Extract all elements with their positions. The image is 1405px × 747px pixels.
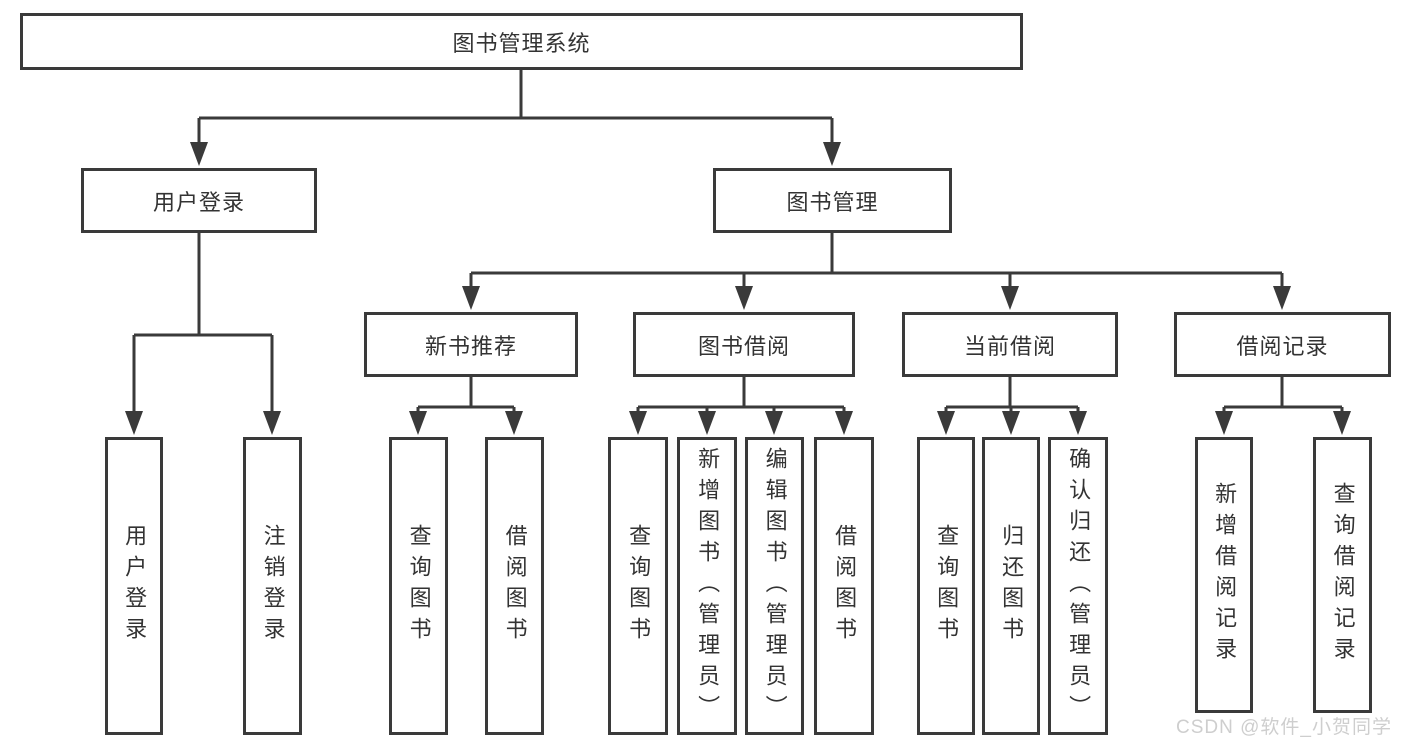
node-label: 图书借阅: [697, 333, 790, 359]
node-label: 查询图书: [626, 524, 652, 648]
node-label: 新增借阅记录: [1212, 482, 1238, 668]
node-label: 查询图书: [406, 524, 432, 648]
node-leaf-borrow-books-2: 借阅图书: [814, 437, 874, 735]
node-leaf-return-books: 归还图书: [982, 437, 1040, 735]
node-label: 借阅图书: [502, 524, 528, 648]
node-user-login: 用户登录: [81, 168, 317, 233]
node-label: 新书推荐: [424, 333, 517, 359]
node-leaf-query-books-3: 查询图书: [917, 437, 975, 735]
node-leaf-confirm-return-admin: 确认归还（管理员）: [1048, 437, 1108, 735]
connector-book-management-children: [462, 233, 1291, 310]
node-leaf-query-borrow-record: 查询借阅记录: [1313, 437, 1372, 713]
node-label: 借阅图书: [832, 524, 858, 648]
node-label: 图书管理: [786, 189, 879, 215]
csdn-watermark: CSDN @软件_小贺同学: [1176, 717, 1392, 738]
node-label: 新增图书（管理员）: [695, 446, 721, 726]
node-label: 当前借阅: [963, 333, 1056, 359]
node-leaf-edit-books-admin: 编辑图书（管理员）: [745, 437, 804, 735]
node-label: 查询图书: [934, 524, 960, 648]
node-leaf-user-login: 用户登录: [105, 437, 163, 735]
connector-new-book-recommend-children: [409, 377, 523, 435]
connector-book-borrowing-children: [629, 377, 853, 435]
node-book-management: 图书管理: [713, 168, 952, 233]
node-leaf-borrow-books-1: 借阅图书: [485, 437, 544, 735]
node-label: 查询借阅记录: [1330, 482, 1356, 668]
node-leaf-query-books-1: 查询图书: [389, 437, 448, 735]
node-leaf-add-books-admin: 新增图书（管理员）: [677, 437, 737, 735]
node-label: 图书管理系统: [452, 30, 591, 56]
node-label: 归还图书: [999, 524, 1025, 648]
connector-user-login-children: [125, 233, 281, 435]
connector-current-borrowing-children: [937, 377, 1087, 435]
node-book-borrowing: 图书借阅: [633, 312, 855, 377]
connector-borrowing-records-children: [1215, 377, 1351, 435]
node-label: 用户登录: [152, 189, 245, 215]
node-leaf-logout: 注销登录: [243, 437, 302, 735]
node-leaf-add-borrow-record: 新增借阅记录: [1195, 437, 1253, 713]
node-borrowing-records: 借阅记录: [1174, 312, 1391, 377]
node-label: 编辑图书（管理员）: [762, 446, 788, 726]
node-leaf-query-books-2: 查询图书: [608, 437, 668, 735]
node-label: 注销登录: [260, 524, 286, 648]
node-label: 用户登录: [122, 524, 148, 648]
node-label: 确认归还（管理员）: [1066, 446, 1092, 726]
node-root: 图书管理系统: [20, 13, 1023, 70]
connector-root-to-level2: [190, 70, 841, 166]
node-label: 借阅记录: [1236, 333, 1329, 359]
node-current-borrowing: 当前借阅: [902, 312, 1118, 377]
node-new-book-recommend: 新书推荐: [364, 312, 578, 377]
